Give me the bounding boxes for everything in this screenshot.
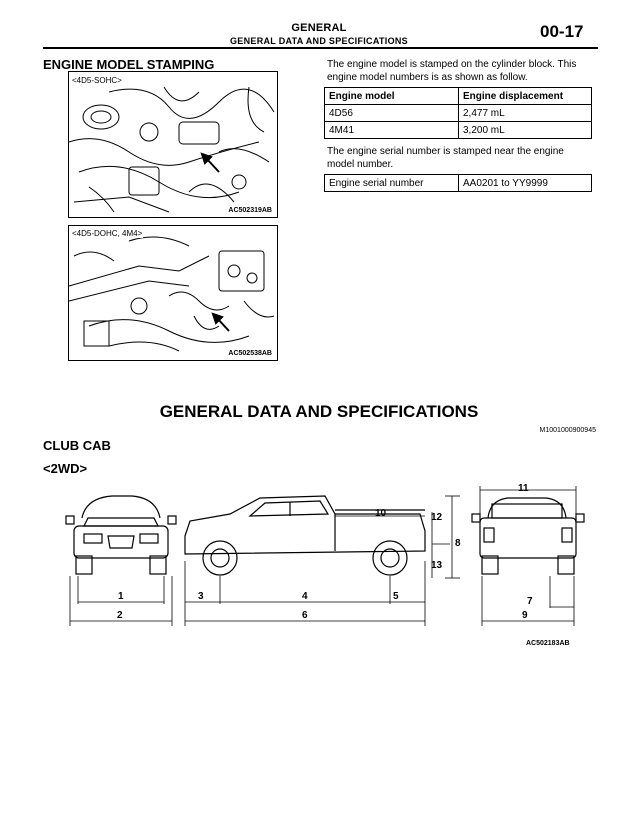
dimension-label-2: 2	[117, 610, 123, 621]
table-row: 4D56 2,477 mL	[324, 104, 592, 122]
dimension-label-4: 4	[302, 591, 308, 602]
table-header-row: Engine model Engine displacement	[324, 87, 592, 105]
table-row: 4M41 3,200 mL	[324, 121, 592, 139]
dimension-label-7: 7	[527, 596, 533, 607]
table-cell: 4D56	[324, 104, 459, 122]
front-view-drawing	[65, 495, 177, 575]
table-row: Engine serial number AA0201 to YY9999	[324, 174, 592, 192]
serial-number-note: The engine serial number is stamped near…	[327, 146, 564, 170]
table-cell: Engine serial number	[324, 174, 459, 192]
dimension-label-12: 12	[431, 512, 443, 523]
engine-model-table: Engine model Engine displacement 4D56 2,…	[324, 87, 592, 139]
photo-dohc-code: AC502538AB	[227, 350, 273, 357]
engine-sohc-illustration	[69, 86, 275, 213]
dimension-label-5: 5	[393, 591, 399, 602]
header-subsection-title: GENERAL DATA AND SPECIFICATIONS	[230, 36, 408, 46]
dimension-label-1: 1	[118, 591, 124, 602]
serial-number-table: Engine serial number AA0201 to YY9999	[324, 174, 592, 192]
dimension-label-9: 9	[522, 610, 528, 621]
dimension-label-8: 8	[455, 538, 461, 549]
table-header-cell: Engine displacement	[458, 87, 592, 105]
photo-dohc-label: <4D5-DOHC, 4M4>	[71, 229, 144, 238]
table-cell: AA0201 to YY9999	[458, 174, 592, 192]
engine-photo-dohc: <4D5-DOHC, 4M4> AC502538AB	[68, 225, 278, 361]
photo-sohc-label: <4D5-SOHC>	[71, 76, 123, 85]
general-data-heading: GENERAL DATA AND SPECIFICATIONS	[159, 402, 479, 421]
drive-type-heading: <2WD>	[43, 461, 88, 476]
dimension-lines	[69, 486, 577, 626]
engine-model-intro: The engine model is stamped on the cylin…	[327, 59, 577, 83]
table-cell: 3,200 mL	[458, 121, 592, 139]
engine-dohc-illustration	[69, 236, 275, 352]
dimension-label-10: 10	[375, 508, 387, 519]
dimension-label-3: 3	[198, 591, 204, 602]
engine-photo-sohc: <4D5-SOHC> AC502319AB	[68, 71, 278, 218]
header-rule	[43, 47, 598, 49]
page-number: 00-17	[540, 22, 584, 41]
rear-view-drawing	[471, 497, 585, 575]
table-cell: 2,477 mL	[458, 104, 592, 122]
dimensions-figure-code: AC502183AB	[526, 640, 570, 647]
side-view-drawing	[184, 495, 426, 576]
header-section-title: GENERAL	[291, 22, 347, 34]
table-header-cell: Engine model	[324, 87, 459, 105]
dimension-label-11: 11	[518, 483, 529, 494]
vehicle-dimensions-figure: 1 2 3 4 5 6 7 8 9 10 11 12 13	[65, 483, 585, 626]
dimension-label-6: 6	[302, 610, 308, 621]
dimension-label-13: 13	[431, 560, 443, 571]
document-id: M1001000900945	[539, 427, 596, 434]
engine-stamping-heading: ENGINE MODEL STAMPING	[43, 57, 215, 72]
photo-sohc-code: AC502319AB	[227, 207, 273, 214]
table-cell: 4M41	[324, 121, 459, 139]
body-type-heading: CLUB CAB	[43, 438, 111, 453]
